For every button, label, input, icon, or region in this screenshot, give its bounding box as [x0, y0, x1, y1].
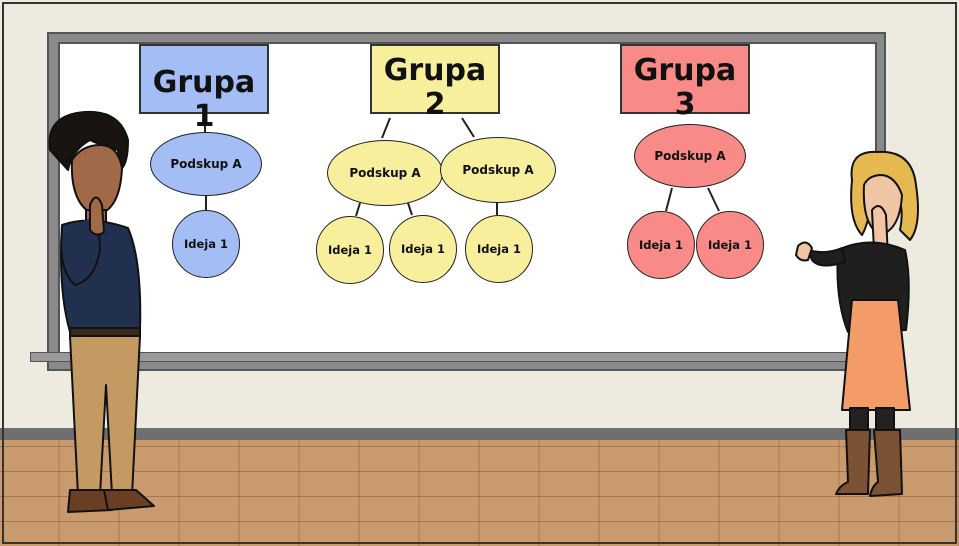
group-1-subset-a: Podskup A — [150, 132, 262, 196]
group-2-idea-1a: Ideja 1 — [316, 216, 384, 284]
group-1-idea-1: Ideja 1 — [172, 210, 240, 278]
connector-line — [707, 187, 720, 212]
group-3-subset-a: Podskup A — [634, 124, 746, 188]
floor-planks — [0, 440, 959, 546]
connector-line — [665, 187, 673, 212]
connector-line — [355, 202, 361, 217]
group-3-idea-1b: Ideja 1 — [696, 211, 764, 279]
group-2-idea-1b: Ideja 1 — [389, 215, 457, 283]
group-3-idea-1a: Ideja 1 — [627, 211, 695, 279]
connector-line — [407, 202, 413, 216]
baseboard — [0, 428, 959, 440]
connector-line — [381, 117, 391, 139]
group-2-idea-1c: Ideja 1 — [465, 215, 533, 283]
group-3-title: Grupa 3 — [620, 44, 750, 122]
connector-line — [461, 117, 475, 138]
group-2-title: Grupa 2 — [370, 44, 500, 122]
group-2-subset-a-right: Podskup A — [440, 137, 556, 203]
group-2-subset-a-left: Podskup A — [327, 140, 443, 206]
wood-floor — [0, 440, 959, 546]
